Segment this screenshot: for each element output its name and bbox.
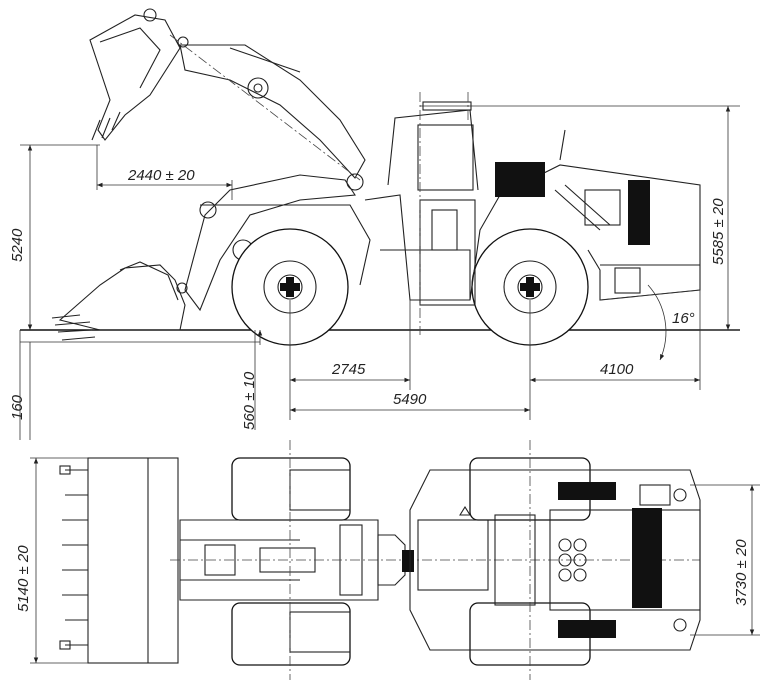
dim-160-label: 160 <box>9 394 26 420</box>
dim-2745-label: 2745 <box>331 361 366 378</box>
top-view: 5140 ± 20 3730 ± 20 <box>15 440 760 680</box>
dim-5585-label: 5585 ± 20 <box>710 198 727 265</box>
dim-5140-label: 5140 ± 20 <box>15 545 32 612</box>
top-rear-body <box>409 469 701 651</box>
top-front-frame <box>170 519 700 601</box>
lower-boom <box>184 173 371 312</box>
dim-560-label: 560 ± 10 <box>241 371 258 430</box>
side-view: 2440 ± 20 5240 5585 ± 20 16° 160 560 ± 1… <box>9 8 740 440</box>
dim-2440-label: 2440 ± 20 <box>127 167 195 184</box>
top-bucket <box>59 457 179 664</box>
dim-4100-label: 4100 <box>600 361 634 378</box>
dim-3730-label: 3730 ± 20 <box>733 539 750 606</box>
dim-16deg-label: 16° <box>672 310 695 327</box>
raised-bucket <box>89 8 189 141</box>
top-front-tyre-left <box>231 457 351 521</box>
chassis <box>364 162 701 306</box>
articulation-joint <box>377 534 406 586</box>
lowered-bucket <box>51 261 188 341</box>
cab <box>387 92 566 335</box>
raised-boom <box>169 34 366 181</box>
dim-5490-label: 5490 <box>393 391 427 408</box>
dim-5240-label: 5240 <box>9 228 26 262</box>
